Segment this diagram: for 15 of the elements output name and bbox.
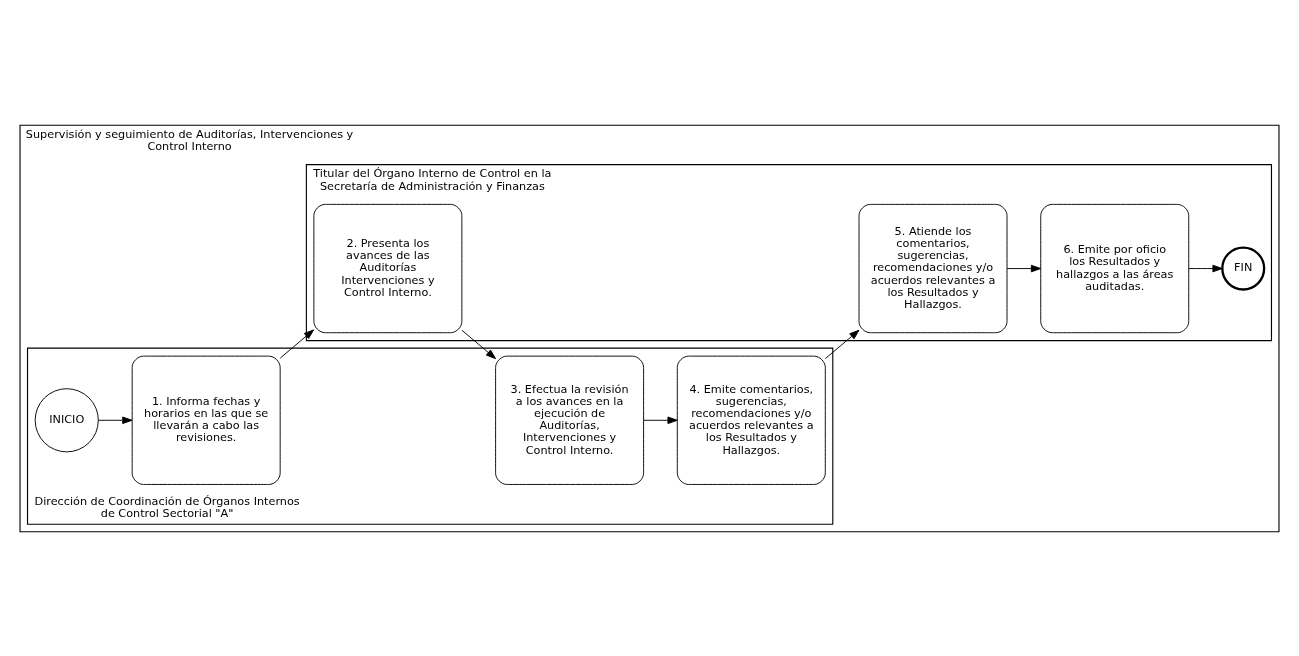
arrow <box>279 328 315 359</box>
node-box: 3. Efectua la revisión a los avances en la ejecución de Auditorías, Intervenciones y Control Interno. <box>495 355 645 485</box>
node-box: 6. Emite por oficio los Resultados y hallazgos a las áreas auditadas. <box>1040 203 1190 333</box>
node-box: 4. Emite comentarios, sugerencias, recomendaciones y/o acuerdos relevantes a los Resultados y Hallazgos. <box>676 355 826 485</box>
node-circle: INICIO <box>34 387 99 452</box>
arrow <box>824 329 860 359</box>
node-circle: FIN <box>1221 246 1266 291</box>
node-box: 5. Atiende los comentarios, sugerencias, recomendaciones y/o acuerdos relevantes a los Resultados y Hallazgos. <box>858 203 1008 333</box>
node-box: 2. Presenta los avances de las Auditorías Intervenciones y Control Interno. <box>313 203 463 333</box>
arrow <box>1188 264 1223 272</box>
arrow <box>643 416 678 424</box>
arrow <box>98 416 133 424</box>
arrow <box>461 329 497 359</box>
arrow <box>1006 264 1042 272</box>
node-box: 1. Informa fechas y horarios en las que se llevarán a cabo las revisiones. <box>131 355 281 485</box>
